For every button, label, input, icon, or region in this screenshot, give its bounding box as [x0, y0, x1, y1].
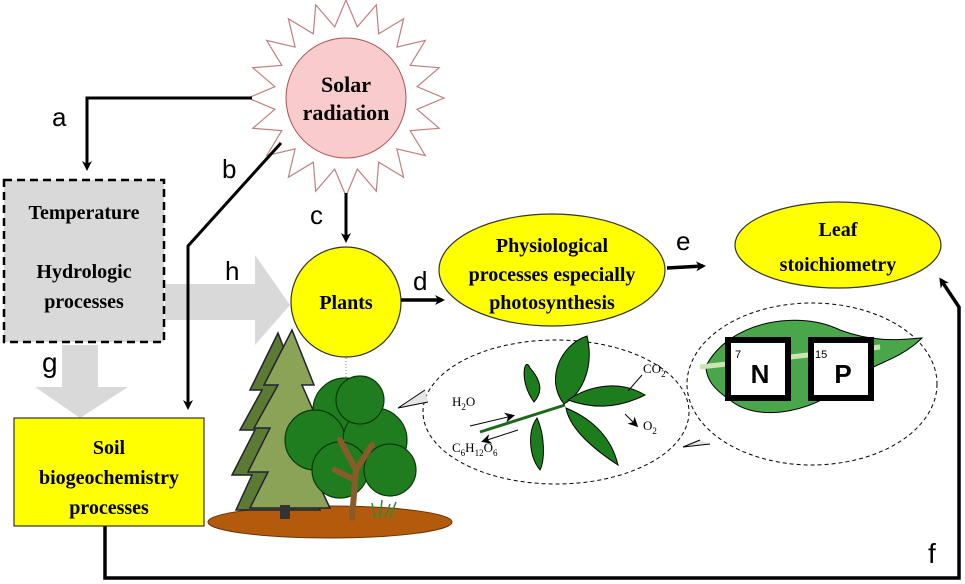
- plants-node: Plants: [290, 246, 402, 358]
- trees-illustration: [207, 328, 453, 539]
- arrow-f: [103, 277, 961, 580]
- label-a: a: [52, 102, 67, 132]
- physiological-processes-node: Physiological processes especially photo…: [438, 213, 666, 327]
- soil-label-3: processes: [69, 497, 149, 519]
- climate-label-3: processes: [44, 291, 124, 313]
- leaf-stoichiometry-node: Leaf stoichiometry: [734, 201, 942, 289]
- photosynthesis-inset: H2O CO2 O2 C6H12O6: [397, 335, 690, 485]
- h2o-label: H2O: [452, 394, 475, 412]
- leaf-elements-inset: 7 N 15 P: [682, 302, 938, 466]
- soil-label-1: Soil: [93, 437, 126, 459]
- nitrogen-symbol: N: [751, 359, 770, 389]
- label-g: g: [42, 347, 58, 378]
- physio-label-3: photosynthesis: [489, 292, 615, 314]
- soil-label-2: biogeochemistry: [39, 467, 179, 489]
- phosphorus-element-tile: 15 P: [808, 337, 874, 401]
- label-e: e: [676, 226, 690, 256]
- solar-radiation-node: Solar radiation: [246, 0, 446, 198]
- temperature-hydrologic-node: Temperature Hydrologic processes: [2, 178, 166, 344]
- arrow-g: [35, 345, 128, 418]
- label-b: b: [222, 154, 236, 184]
- arrow-b: [183, 141, 283, 410]
- plants-label: Plants: [319, 292, 373, 314]
- nitrogen-number: 7: [735, 349, 741, 361]
- solar-label-2: radiation: [303, 100, 390, 125]
- arrow-a: [82, 96, 252, 171]
- label-f: f: [928, 538, 936, 569]
- climate-label-1: Temperature: [28, 202, 139, 224]
- o2-label: O2: [643, 418, 657, 436]
- physio-label-1: Physiological: [496, 235, 609, 257]
- arrow-e: [666, 261, 706, 272]
- phosphorus-number: 15: [815, 349, 827, 361]
- label-d: d: [413, 266, 427, 296]
- solar-label-1: Solar: [321, 72, 371, 97]
- leaf-label-2: stoichiometry: [780, 254, 897, 276]
- physio-label-2: processes especially: [469, 264, 636, 286]
- label-c: c: [310, 200, 323, 230]
- phosphorus-symbol: P: [834, 359, 851, 389]
- soil-biogeochemistry-node: Soil biogeochemistry processes: [13, 417, 205, 527]
- leaf-label-1: Leaf: [819, 219, 858, 241]
- nitrogen-element-tile: 7 N: [725, 337, 791, 401]
- climate-label-2: Hydrologic: [36, 261, 131, 283]
- co2-label: CO2: [643, 361, 666, 379]
- label-h: h: [225, 256, 239, 286]
- glucose-label: C6H12O6: [452, 440, 498, 458]
- arrow-h: [165, 255, 290, 345]
